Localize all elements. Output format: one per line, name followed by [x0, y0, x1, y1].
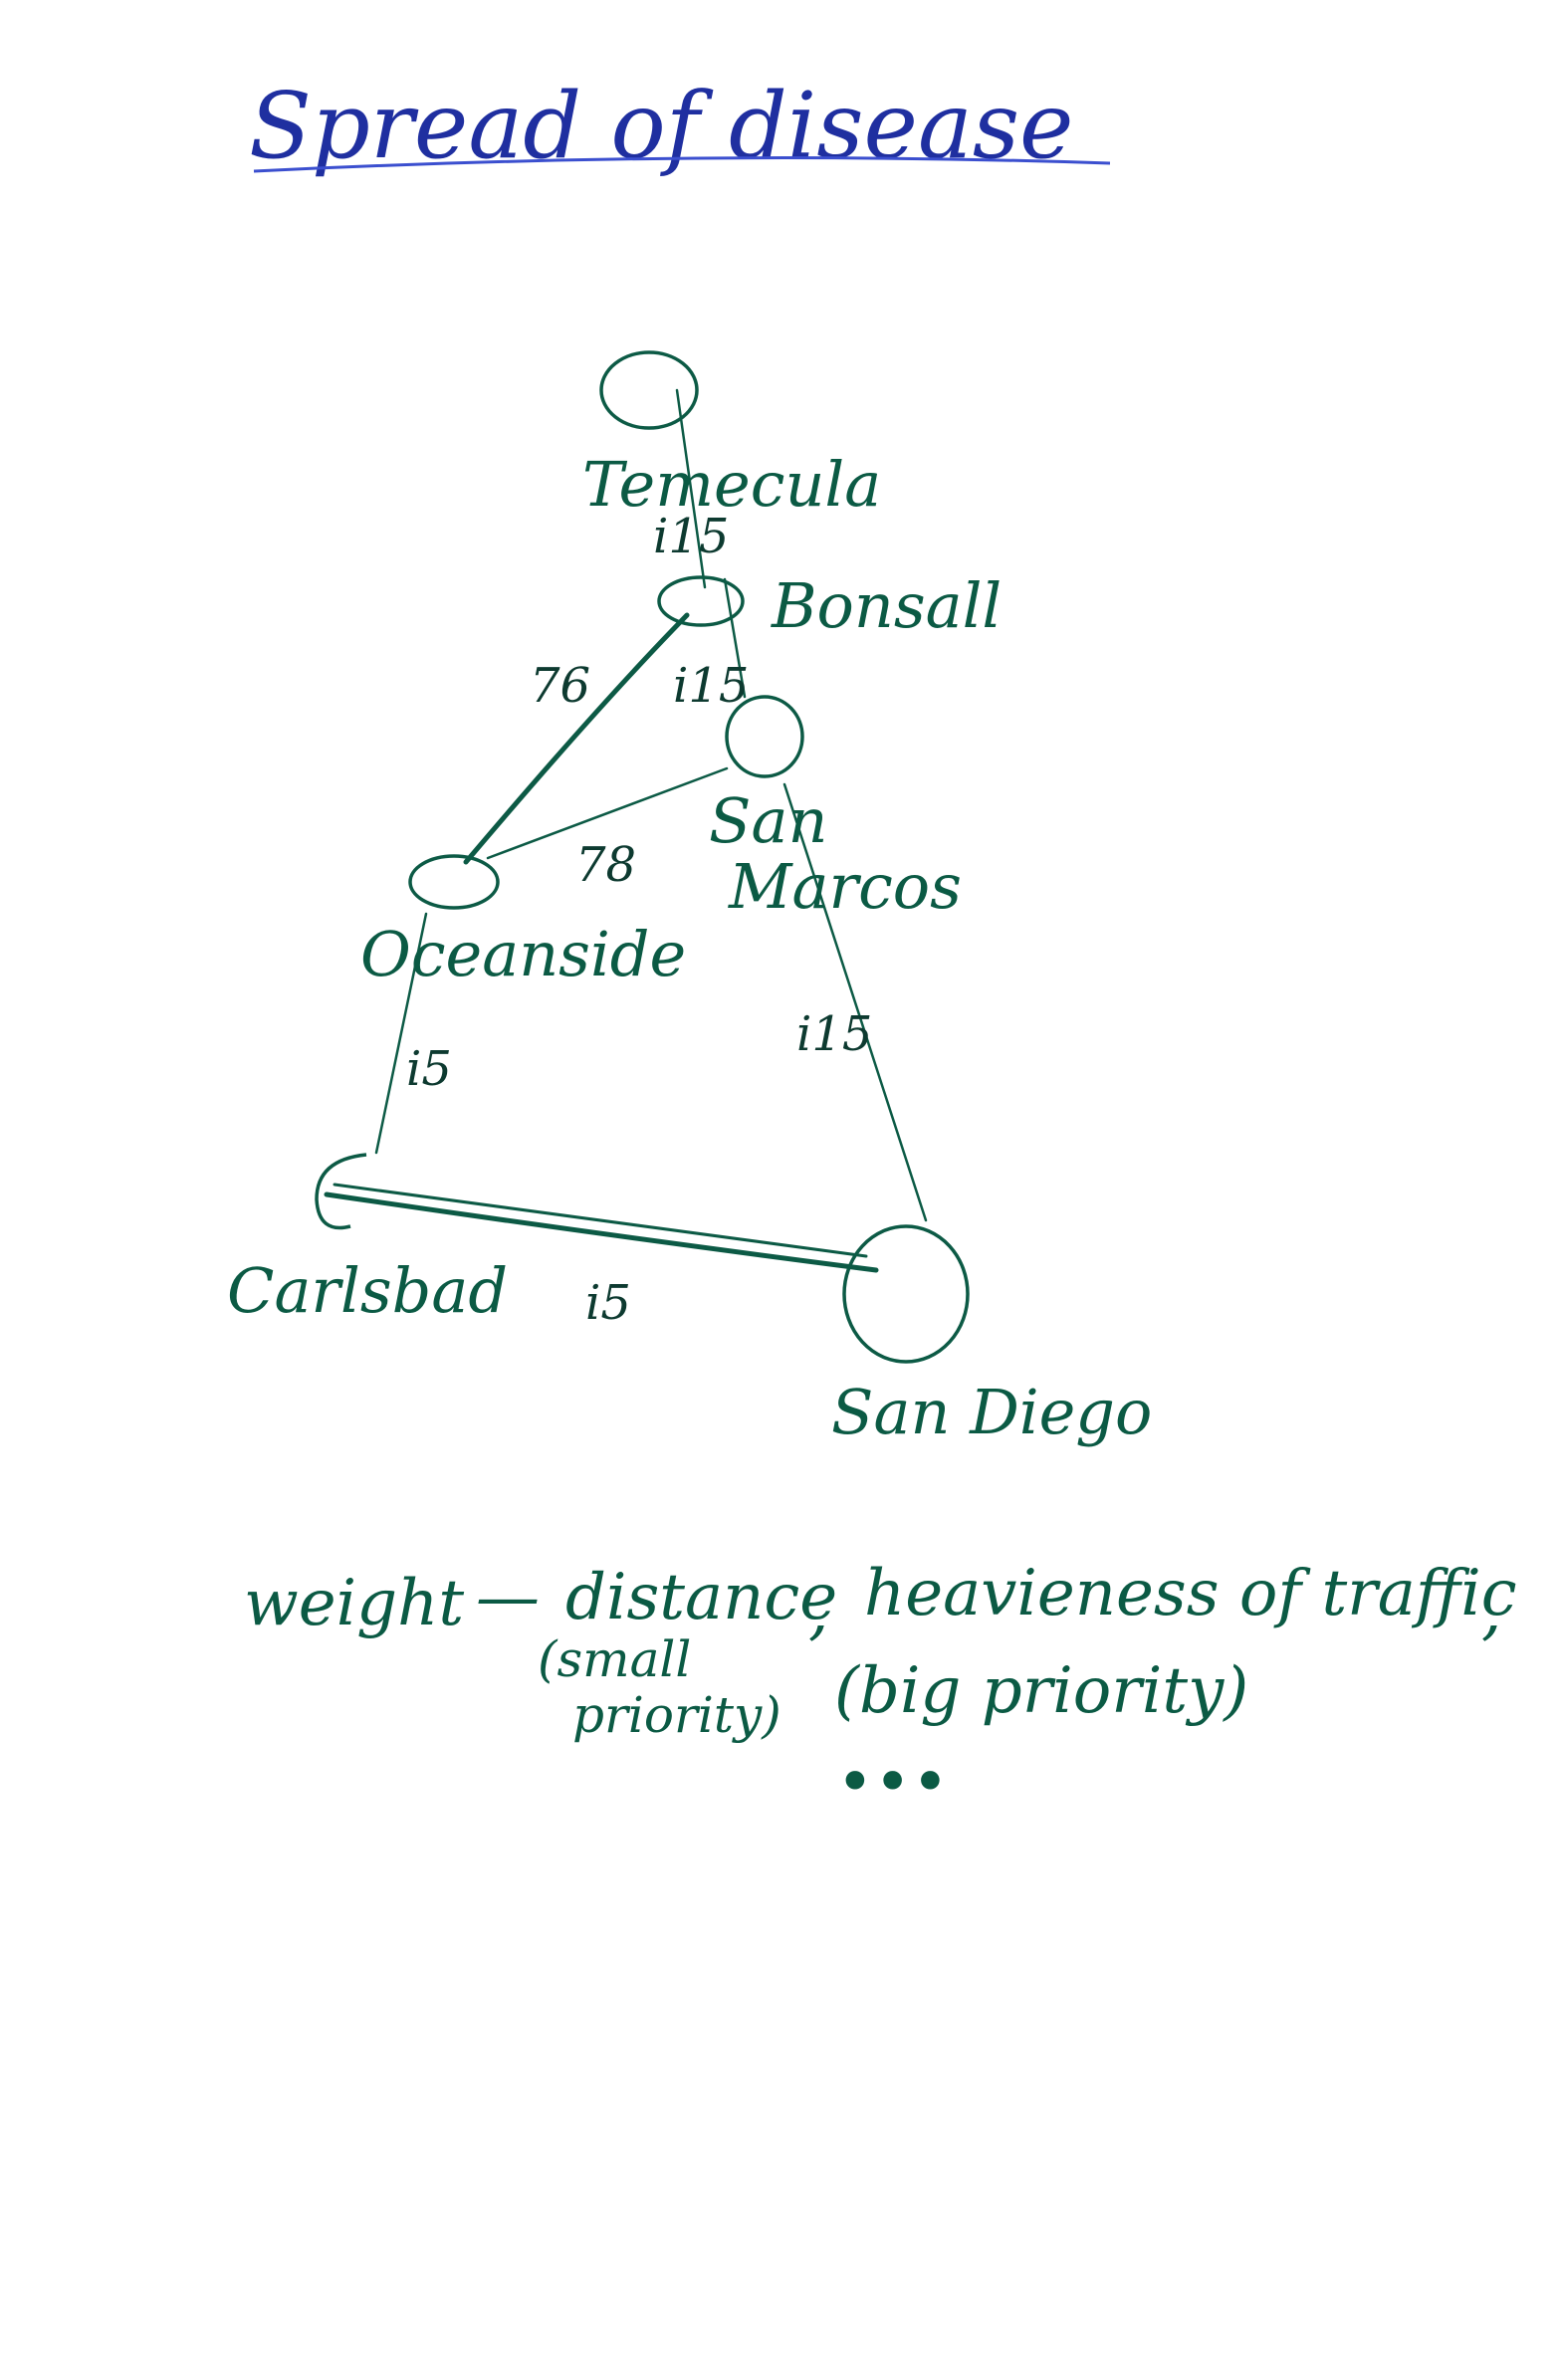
edge-labels: i15 76 i15 78 i5 i15 i5: [406, 509, 872, 1331]
label-sanmarcos-1: San: [709, 784, 827, 857]
note-small-priority-2: priority): [572, 1686, 781, 1744]
title: Spread of disease: [249, 73, 1111, 179]
edge-bonsall-oceanside: [463, 612, 690, 865]
edge-bonsall-sanmarcos: [723, 577, 747, 699]
label-oceanside: Oceanside: [360, 918, 686, 990]
graph-nodes: [315, 350, 970, 1364]
label-carlsbad: Carlsbad: [227, 1254, 508, 1327]
edge-label-bonsall-sanmarcos: i15: [673, 658, 749, 714]
weight-notes: weight — distance , heavieness of traffi…: [244, 1557, 1517, 1820]
node-labels: Temecula Bonsall San Marcos Oceanside Ca…: [227, 448, 1152, 1448]
edge-label-oceanside-carlsbad: i5: [406, 1041, 452, 1097]
label-temecula: Temecula: [582, 448, 881, 521]
edge-oceanside-carlsbad: [374, 912, 428, 1155]
title-text: Spread of disease: [249, 73, 1074, 179]
label-bonsall: Bonsall: [771, 569, 1002, 642]
graph-edges: [324, 388, 928, 1273]
note-dash: —: [476, 1561, 540, 1634]
edge-label-carlsbad-sandiego: i5: [585, 1275, 631, 1331]
edge-sanmarcos-sandiego: [782, 782, 928, 1222]
note-ellipsis: •••: [836, 1746, 949, 1820]
node-carlsbad: [315, 1153, 367, 1230]
note-distance: distance: [565, 1561, 837, 1634]
node-sanmarcos: [725, 695, 804, 778]
node-oceanside: [408, 854, 500, 910]
note-small-priority-1: (small: [538, 1630, 691, 1688]
edge-carlsbad-sandiego: [324, 1191, 879, 1273]
edge-label-sanmarcos-sandiego: i15: [796, 1006, 872, 1062]
label-sanmarcos-2: Marcos: [728, 850, 962, 923]
label-sandiego: San Diego: [831, 1376, 1152, 1448]
note-comma-1: ,: [808, 1575, 828, 1648]
edge-sanmarcos-oceanside: [486, 766, 729, 860]
note-big-priority: (big priority): [834, 1654, 1248, 1728]
title-underline: [253, 156, 1111, 173]
node-sandiego: [842, 1224, 970, 1364]
note-comma-2: ,: [1481, 1575, 1501, 1648]
node-temecula: [599, 350, 699, 430]
edge-label-temecula-bonsall: i15: [653, 509, 729, 564]
edge-label-bonsall-oceanside: 76: [530, 658, 590, 714]
edge-label-sanmarcos-oceanside: 78: [575, 837, 636, 893]
note-heaviness: heavieness of traffic: [864, 1557, 1517, 1630]
note-weight: weight: [244, 1567, 464, 1640]
edge-temecula-bonsall: [675, 388, 707, 589]
edge-carlsbad-sandiego-2: [333, 1183, 868, 1258]
node-bonsall: [657, 575, 745, 627]
